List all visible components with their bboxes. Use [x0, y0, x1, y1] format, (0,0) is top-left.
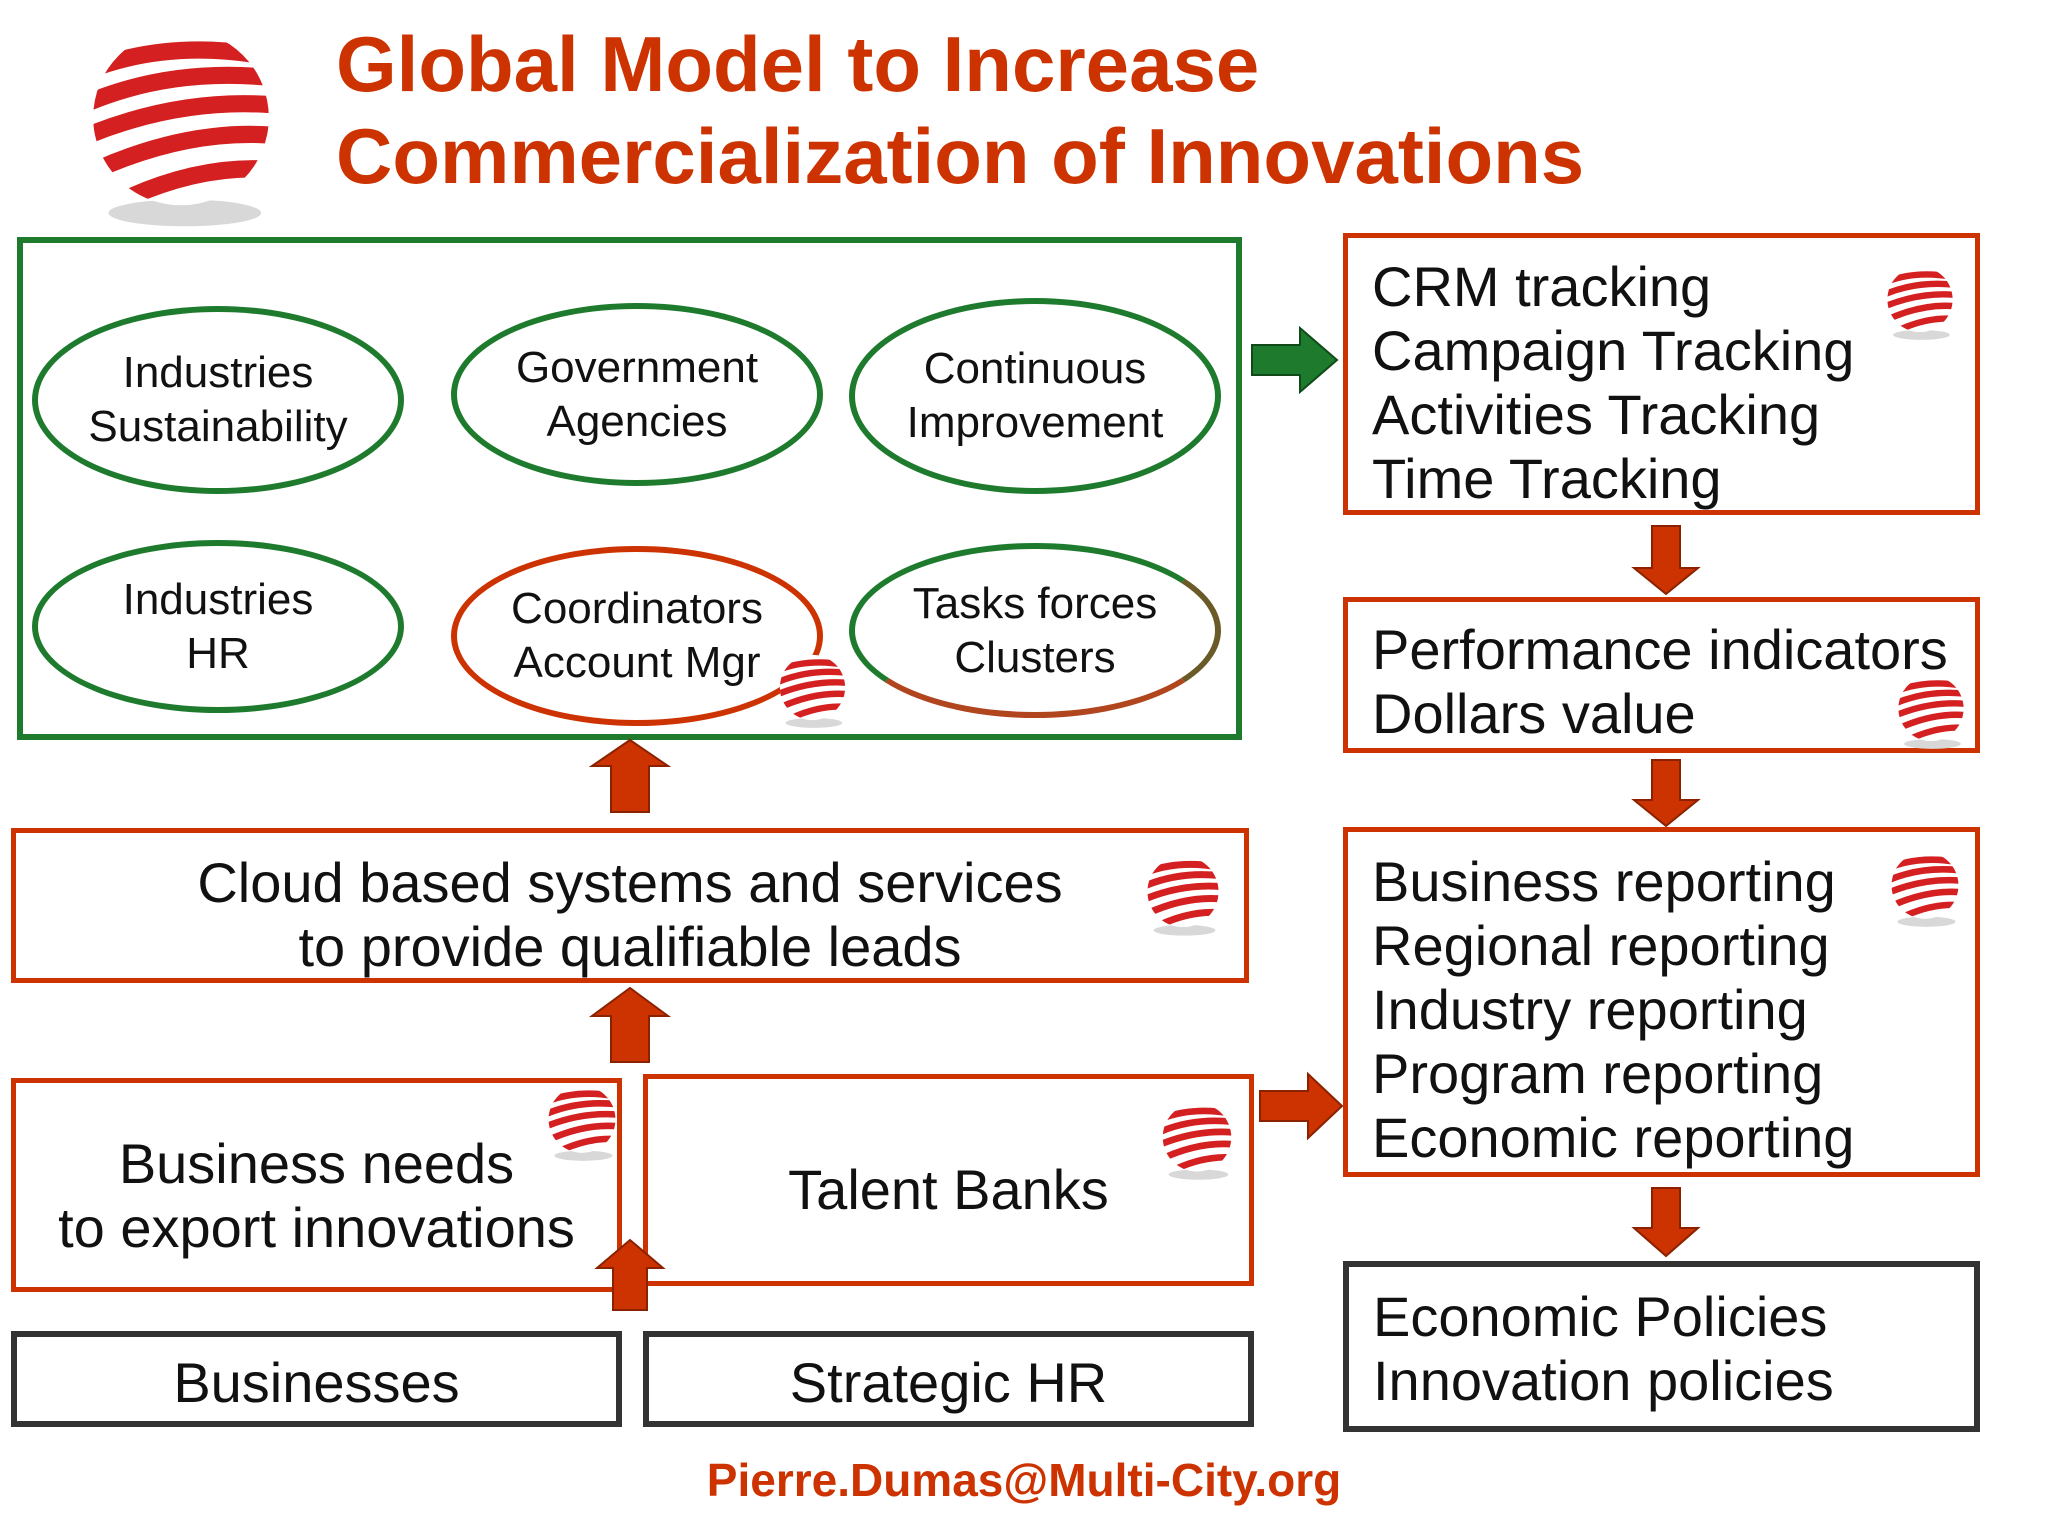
ellipse-coordinators: Coordinators Account Mgr — [451, 546, 823, 726]
footer-email: Pierre.Dumas@Multi-City.org — [706, 1454, 1342, 1506]
green-right-arrow — [1251, 325, 1339, 395]
up-arrow-to-frame — [588, 738, 672, 813]
ellipse-continuous-improvement: Continuous Improvement — [849, 298, 1221, 494]
cloud-services-box: Cloud based systems and services to prov… — [11, 828, 1249, 983]
businesses-box: Businesses — [11, 1331, 622, 1427]
down-arrow-3 — [1631, 1187, 1701, 1258]
ellipse-task-forces: Tasks forces Clusters — [849, 543, 1221, 718]
title-line-2: Commercialization of Innovations — [336, 112, 1585, 200]
reporting-box: Business reporting Regional reporting In… — [1343, 827, 1980, 1177]
ellipse-government-agencies: Government Agencies — [451, 303, 823, 486]
up-arrow-businesses — [594, 1238, 666, 1311]
strategic-hr-box: Strategic HR — [643, 1331, 1254, 1427]
policies-box: Economic Policies Innovation policies — [1343, 1261, 1980, 1432]
talent-banks-box: Talent Banks — [643, 1074, 1254, 1286]
up-arrow-to-cloud — [588, 986, 672, 1063]
title-line-1: Global Model to Increase — [336, 20, 1260, 108]
ellipse-industries-hr: Industries HR — [32, 540, 404, 713]
tracking-box: CRM tracking Campaign Tracking Activitie… — [1343, 233, 1980, 515]
business-needs-box: Business needs to export innovations — [11, 1078, 622, 1292]
down-arrow-2 — [1631, 759, 1701, 828]
performance-box: Performance indicators Dollars value — [1343, 597, 1980, 753]
ellipse-industries-sustainability: Industries Sustainability — [32, 306, 404, 494]
right-arrow-to-reporting — [1259, 1071, 1344, 1141]
down-arrow-1 — [1631, 525, 1701, 596]
page-title: Global Model to Increase Commercializati… — [336, 18, 1836, 202]
